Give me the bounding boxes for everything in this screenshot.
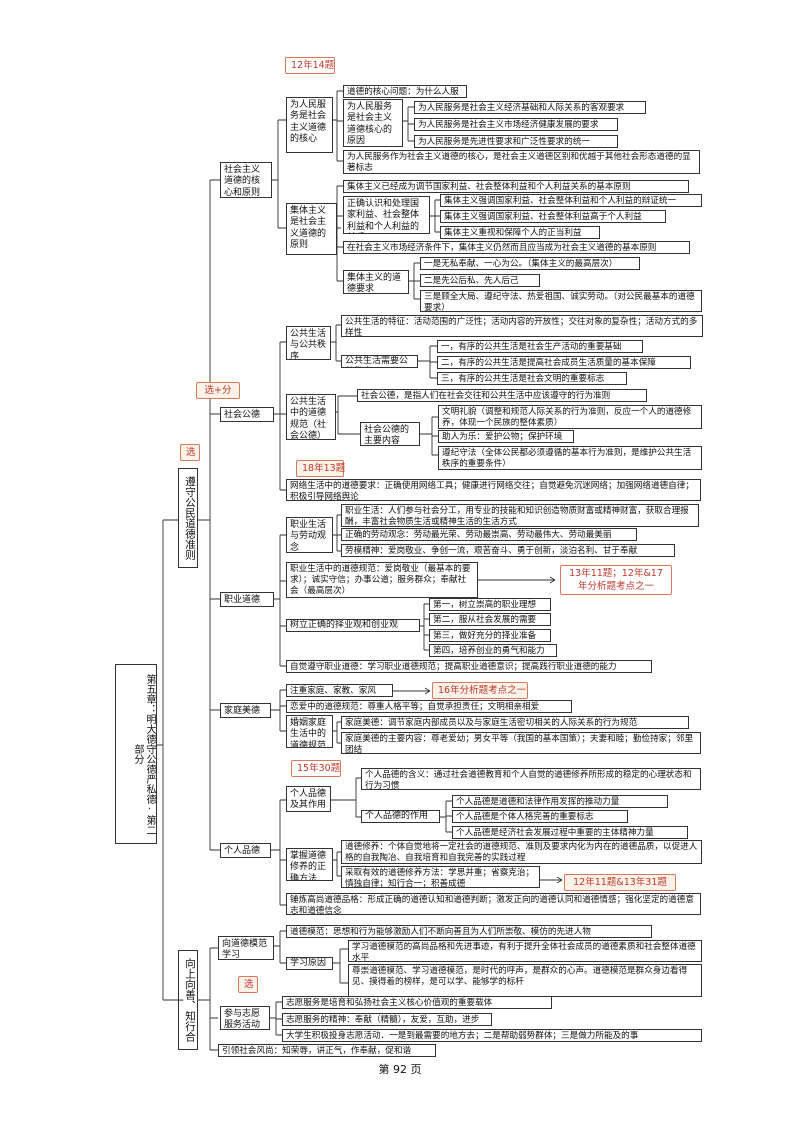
text-network: 网络生活中的道德要求：正确使用网络工具；健康进行网络交往；自觉避免沉迷网络；加强… (286, 479, 701, 501)
node-professional-ethics: 职业道德 (220, 592, 274, 607)
node-public-norms: 公共生活中的道德规范（社会公德） (286, 394, 336, 440)
text-zf-3: 大学生积极投身志愿活动．一是到最需要的地方去；二是帮助弱势群体；三是做力所能及的… (282, 1029, 702, 1042)
node-virtue-role: 个人品德及其作用 (286, 786, 331, 812)
text-gx-2: 二，有序的公共生活是提高社会成员生活质量的基本保障 (437, 356, 691, 369)
text-zx-4: 第四，培养创业的勇气和能力 (429, 644, 557, 657)
tag-18-13: 18年13题 (296, 460, 345, 477)
text-gz-3: 个人品德是经济社会发展过程中重要的主体精神力量 (452, 826, 688, 839)
text-xy-1: 道德修养：个体自觉地将一定社会的道德规范、准则及要求内化为内在的道德品质，以促进… (341, 840, 702, 864)
text-forge-character: 锤炼高尚道德品格：形成正确的道德认知和道德判断；激发正向的道德认同和道德情感；强… (286, 893, 701, 915)
text-zq-1: 集体主义强调国家利益、社会整体利益和个人利益的辩证统一 (440, 194, 702, 207)
text-zx-3: 第三，做好充分的择业准备 (429, 629, 551, 642)
text-sgd: 社会公德，是指人们在社会交往和公共生活中应该遵守的行为准则 (357, 389, 647, 402)
text-yq-3: 三是顾全大局、遵纪守法、热爱祖国、诚实劳动。（对公民最基本的道德要求） (420, 290, 702, 312)
text-zf-1: 志愿服务是培育和弘扬社会主义核心价值观的重要载体 (282, 996, 552, 1009)
tag-15-30: 15年30题 (291, 760, 341, 777)
text-gr-1: 个人品德的含义：通过社会道德教育和个人自觉的道德修养所形成的稳定的心理状态和行为… (361, 768, 701, 790)
chapter-root: 第五章：明大德守公德严私德·第二部分 (115, 664, 157, 844)
tag-xuan-fen: 选+分 (196, 382, 240, 399)
tag-xuan-1: 选 (180, 444, 200, 461)
text-gx-3: 三，有序的公共生活是社会文明的重要标志 (437, 372, 627, 385)
branch-zunshou: 遵守公民道德准则 (178, 468, 198, 568)
node-work-life: 职业生活与劳动观念 (286, 517, 333, 553)
node-virtue-effect: 个人品德的作用 (361, 810, 440, 823)
text-gz-1: 个人品德是道德和法律作用发挥的推动力量 (452, 795, 668, 808)
node-correct-relation: 正确认识和处理国家利益、社会整体利益和个人利益的关系 (343, 196, 430, 234)
node-reason: 为人民服务是社会主义道德核心的原因 (343, 99, 403, 147)
text-mf-1: 道德模范：思想和行为能够激励人们不断向善且为人们所崇敬、模仿的先进人物 (286, 925, 652, 938)
page-number: 第 92 页 (378, 1063, 422, 1076)
text-zq-3: 集体主义重视和保障个人的正当利益 (440, 226, 600, 239)
tag-13-11: 13年11题；12年&17年分析题考点之一 (560, 565, 672, 595)
tag-xuan-2: 选 (238, 976, 258, 993)
text-zq-2: 集体主义强调国家利益、社会整体利益高于个人利益 (440, 210, 666, 223)
text-gx-1: 一，有序的公共生活是社会生产活动的重要基础 (437, 340, 643, 353)
node-jiti-requirement: 集体主义的道德要求 (343, 270, 409, 294)
text-reason-3: 为人民服务是先进性要求和广泛性要求的统一 (414, 135, 618, 148)
text-zj-ethics: 自觉遵守职业道德：学习职业道德规范；提高职业道德意识；提高践行职业道德的能力 (286, 660, 652, 673)
node-cultivation: 掌握道德修养的正确方法 (286, 848, 333, 881)
text-zy-norms: 职业生活中的道德规范：爱岗敬业（最基本的要求）；诚实守信；办事公道；服务群众；奉… (286, 562, 478, 598)
text-zx-2: 第二，服从社会发展的需要 (429, 613, 551, 626)
text-yq-2: 二是先公后私、先人后己 (420, 274, 540, 287)
text-xx-2: 尊崇道德模范、学习道德模范，是时代的呼声，是群众的心声。道德模范是群众身边看得见… (348, 964, 702, 997)
text-reason-1: 为人民服务是社会主义经济基础和人际关系的客观要求 (414, 101, 646, 114)
text-zx-1: 第一，树立崇高的职业理想 (429, 598, 551, 611)
branch-xiangshang: 向上向善、知行合一 (178, 950, 198, 1050)
node-personal-virtue: 个人品德 (220, 843, 271, 858)
text-gz-2: 个人品德是个体人格完善的重要标志 (452, 810, 628, 823)
text-reason-2: 为人民服务是社会主义市场经济健康发展的要求 (414, 118, 618, 131)
text-zf-2: 志愿服务的精神：奉献（精髓），友爱，互助，进步 (282, 1013, 492, 1026)
text-nr-3: 遵纪守法（全体公民都必须遵循的基本行为准则，是维护公共生活秩序的重要条件） (438, 446, 702, 470)
node-public-life: 公共生活与公共秩序 (286, 326, 331, 360)
node-marriage: 婚姻家庭生活中的道德规范 (286, 715, 333, 748)
node-public-order: 公共生活需要公共秩序 (341, 355, 418, 368)
node-sgd-content: 社会公德的主要内容 (360, 422, 420, 446)
text-zy-1: 职业生活：人们参与社会分工，用专业的技能和知识创造物质财富或精神财富，获取合理报… (341, 504, 699, 527)
text-jiti-market: 在社会主义市场经济条件下，集体主义仍然而且应当成为社会主义道德的基本原则 (343, 241, 690, 254)
node-learn-reason: 学习原因 (286, 957, 333, 970)
text-jf-2: 恋爱中的道德规范：尊重人格平等；自觉承担责任；文明相亲相爱 (286, 700, 572, 713)
tag-12-14: 12年14题 (285, 57, 335, 74)
tag-12-11: 12年11题&13年31题 (564, 874, 676, 891)
text-nr-2: 助人为乐：爱护公物；保护环境 (438, 430, 574, 443)
node-serve-people: 为人民服务是社会主义道德的核心 (286, 97, 333, 153)
node-career-view: 树立正确的择业观和创业观 (286, 619, 420, 632)
text-xy-2: 采取有效的道德修养方法：学思并重；省察克治；慎独自律；知行合一；积善成德 (341, 866, 540, 888)
text-core-question: 道德的核心问题：为什么人服务 (343, 85, 467, 98)
text-yq-1: 一是无私奉献、一心为公。（集体主义的最高层次） (420, 257, 640, 270)
node-collectivism: 集体主义是社会主义道德的原则 (286, 203, 337, 255)
text-zy-3: 劳模精神：爱岗敬业、争创一流，艰苦奋斗、勇于创新，淡泊名利、甘于奉献 (341, 544, 675, 557)
text-lead-custom: 引领社会风尚：知荣辱，讲正气，作奉献，促和谐 (218, 1044, 436, 1057)
node-volunteer: 参与志愿服务活动 (220, 1006, 270, 1030)
text-hy-2: 家庭美德的主要内容：尊老爱幼；男女平等（我国的基本国策）；夫妻和睦；勤俭持家；邻… (341, 732, 701, 754)
tag-16-fx: 16年分析题考点之一 (432, 682, 528, 699)
text-gg-1: 公共生活的特征：活动范围的广泛性；活动内容的开放性；交往对象的复杂性；活动方式的… (341, 315, 703, 337)
text-nr-1: 文明礼貌（调整和规范人际关系的行为准则，反应一个人的道德修养，体现一个民族的整体… (438, 405, 702, 429)
text-jf-1: 注重家庭、家教、家风 (286, 684, 393, 697)
node-social-morality: 社会公德 (220, 407, 274, 422)
node-family-virtue: 家庭美德 (220, 703, 271, 718)
text-zy-2: 正确的劳动观念：劳动最光荣、劳动最崇高、劳动最伟大、劳动最美丽 (341, 528, 637, 541)
text-jiti-1: 集体主义已经成为调节国家利益、社会整体利益和个人利益关系的基本原则 (343, 180, 689, 193)
text-serve-sign: 为人民服务作为社会主义道德的核心，是社会主义道德区别和优越于其他社会形态道德的显… (343, 150, 700, 174)
node-core-principle: 社会主义道德的核心和原则 (220, 162, 272, 198)
node-learn-models: 向道德模范学习 (218, 936, 274, 960)
text-hy-1: 家庭美德：调节家庭内部成员以及与家庭生活密切相关的人际关系的行为规范 (341, 716, 689, 729)
text-xx-1: 学习道德模范的高尚品格和先进事迹，有利于提升全体社会成员的道德素质和社会整体道德… (348, 940, 702, 962)
